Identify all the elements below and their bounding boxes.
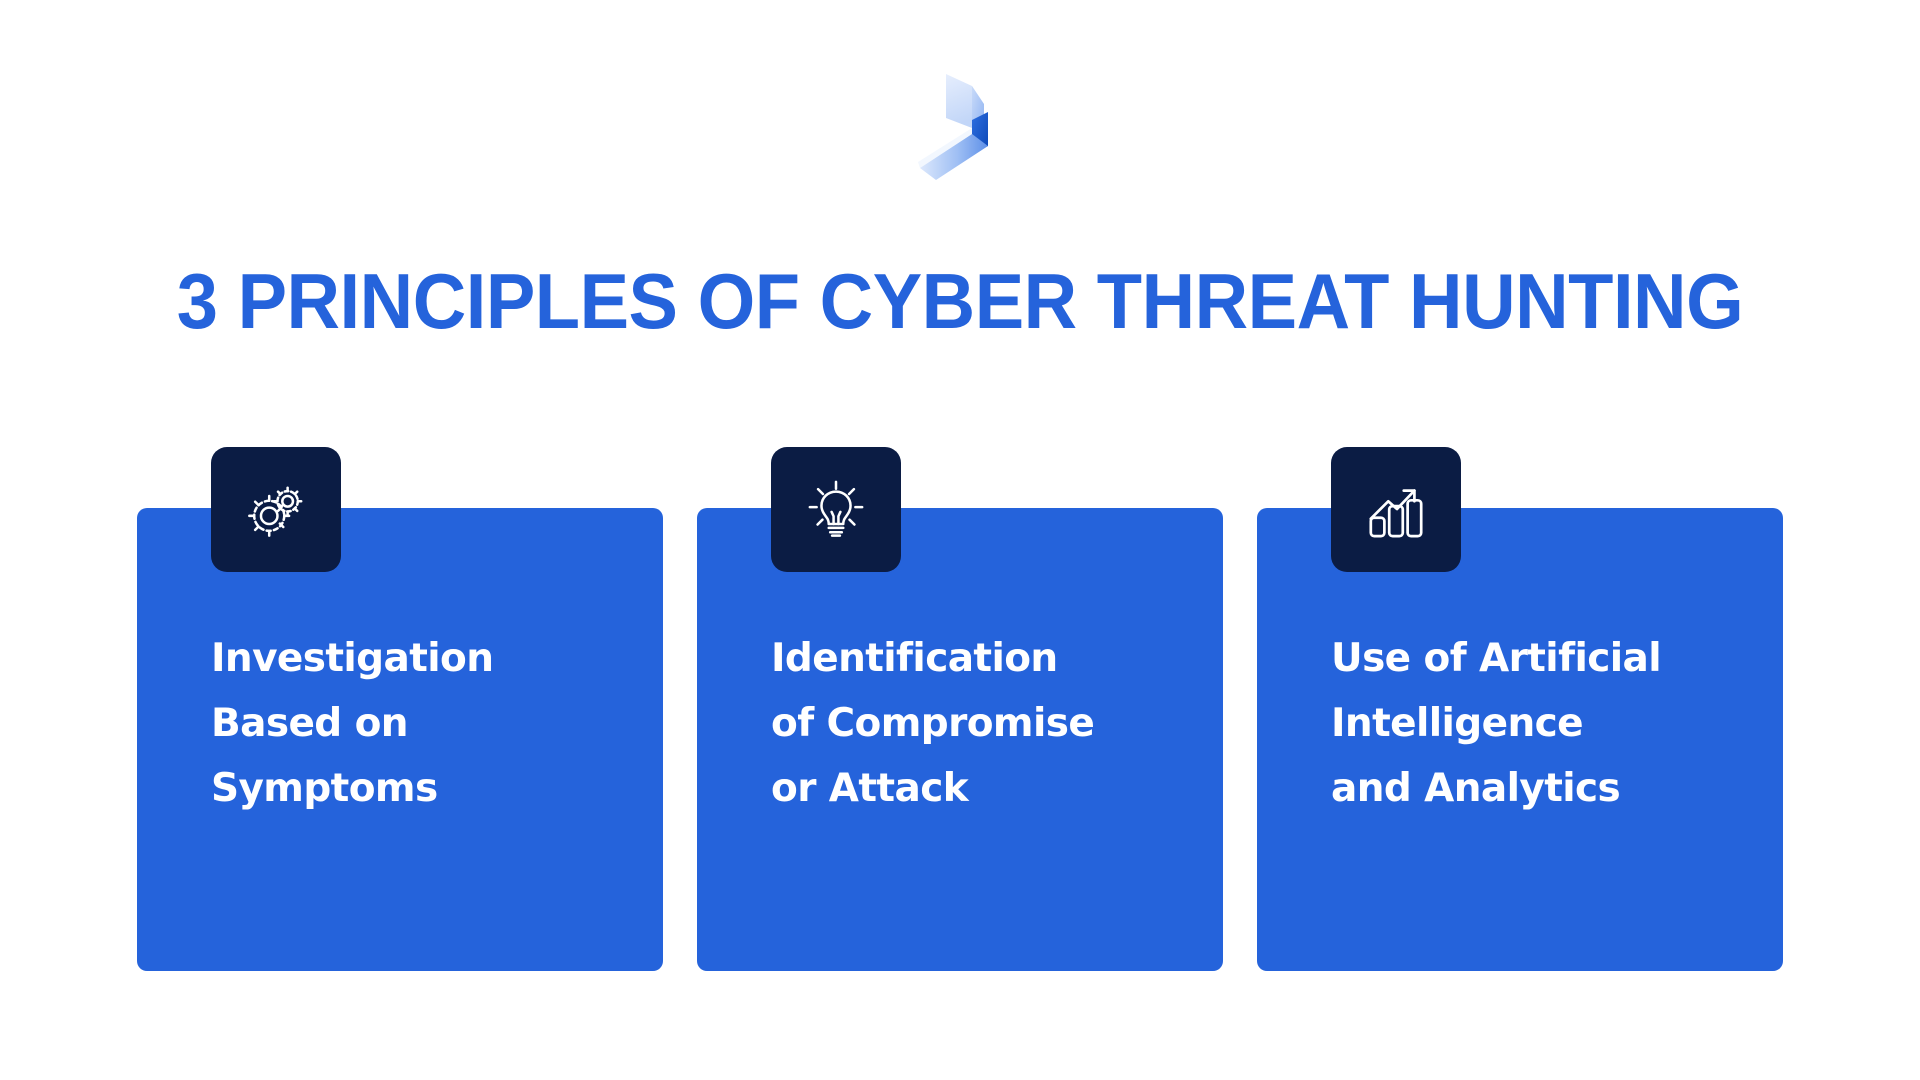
gears-icon <box>248 485 303 537</box>
principle-card-1[interactable]: Investigation Based on Symptoms <box>137 447 663 971</box>
bar-chart-growth-icon-badge <box>1331 447 1461 572</box>
lightbulb-icon-badge <box>771 447 901 572</box>
principle-card-2-title: Identification of Compromise or Attack <box>771 636 1095 811</box>
bar-chart-growth-icon <box>1369 488 1423 538</box>
principle-cards-row: Investigation Based on Symptoms Identifi… <box>137 447 1783 971</box>
principle-card-3-title: Use of Artificial Intelligence and Analy… <box>1331 636 1662 811</box>
principle-card-2[interactable]: Identification of Compromise or Attack <box>697 447 1223 971</box>
principle-card-1-title: Investigation Based on Symptoms <box>211 636 494 811</box>
brand-logo <box>0 72 1920 182</box>
isometric-b-logo <box>918 74 988 180</box>
principle-card-3[interactable]: Use of Artificial Intelligence and Analy… <box>1257 447 1783 971</box>
page-title: 3 PRINCIPLES OF CYBER THREAT HUNTING <box>176 257 1744 345</box>
gears-icon-badge <box>211 447 341 572</box>
lightbulb-icon <box>808 480 864 537</box>
